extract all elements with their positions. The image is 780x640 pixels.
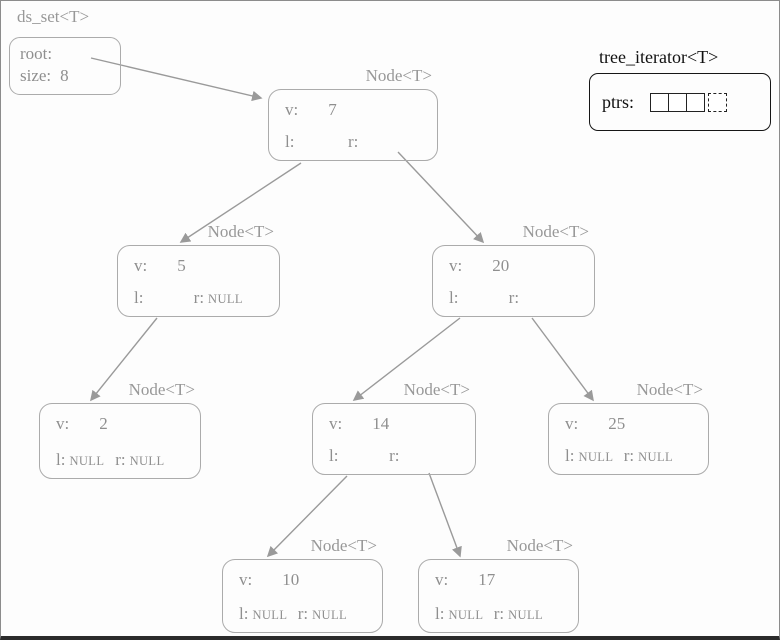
value-field: v:20 bbox=[449, 256, 510, 275]
root-pointer-field: root: bbox=[20, 44, 53, 63]
right-pointer-field: r:NULL bbox=[115, 450, 165, 469]
tree-node-10: Node<T> v:10 l:NULL r:NULL bbox=[222, 536, 383, 633]
tree-node-14: Node<T> v:14 l: r: bbox=[312, 380, 476, 475]
node-type-label: Node<T> bbox=[403, 380, 470, 399]
right-pointer-field: r: bbox=[389, 446, 400, 465]
ptr-cell bbox=[650, 92, 670, 112]
node-type-label: Node<T> bbox=[636, 380, 703, 399]
value-field: v:2 bbox=[56, 414, 108, 433]
left-pointer-field: l: bbox=[449, 288, 459, 307]
left-pointer-field: l:NULL bbox=[435, 604, 484, 623]
left-pointer-field: l:NULL bbox=[239, 604, 288, 623]
node-type-label: Node<T> bbox=[506, 536, 573, 555]
right-pointer-field: r: bbox=[508, 288, 520, 307]
ptrs-cells bbox=[650, 92, 728, 112]
right-pointer-field: r:NULL bbox=[493, 604, 544, 623]
left-pointer-field: l: bbox=[329, 446, 339, 465]
size-field: size:8 bbox=[20, 66, 69, 85]
tree-node-7: Node<T> v:7 l: r: bbox=[268, 66, 438, 161]
edge-7-right-20 bbox=[397, 151, 485, 244]
ptr-cell bbox=[686, 92, 706, 112]
value-field: v:7 bbox=[285, 100, 337, 119]
ptrs-label: ptrs: bbox=[602, 91, 635, 112]
dsset-title: ds_set<T> bbox=[17, 7, 90, 26]
node-type-label: Node<T> bbox=[207, 222, 274, 241]
ptr-cell bbox=[668, 92, 688, 112]
left-pointer-field: l: bbox=[285, 132, 295, 151]
right-pointer-field: r: bbox=[347, 132, 359, 151]
tree-node-25: Node<T> v:25 l:NULL r:NULL bbox=[548, 380, 709, 475]
right-pointer-field: r:NULL bbox=[623, 446, 674, 465]
value-field: v:5 bbox=[134, 256, 186, 275]
tree-node-20: Node<T> v:20 l: r: bbox=[432, 222, 595, 317]
right-pointer-field: r:NULL bbox=[297, 604, 348, 623]
edge-20-right-25 bbox=[531, 317, 594, 402]
value-field: v:17 bbox=[435, 570, 496, 589]
dsset-box: root: size:8 bbox=[9, 37, 121, 95]
node-type-label: Node<T> bbox=[522, 222, 589, 241]
value-field: v:10 bbox=[239, 570, 300, 589]
ptr-cell-dashed bbox=[708, 92, 728, 112]
iterator-title: tree_iterator<T> bbox=[599, 47, 719, 67]
node-type-label: Node<T> bbox=[128, 380, 195, 399]
left-pointer-field: l: bbox=[134, 288, 144, 307]
tree-node-5: Node<T> v:5 l: r:NULL bbox=[117, 222, 280, 317]
iterator-box: ptrs: bbox=[589, 73, 771, 131]
node-type-label: Node<T> bbox=[310, 536, 377, 555]
node-type-label: Node<T> bbox=[365, 66, 432, 85]
edge-14-right-17 bbox=[428, 472, 462, 558]
tree-node-17: Node<T> v:17 l:NULL r:NULL bbox=[418, 536, 579, 633]
left-pointer-field: l:NULL bbox=[565, 446, 614, 465]
value-field: v:14 bbox=[329, 414, 390, 433]
value-field: v:25 bbox=[565, 414, 626, 433]
left-pointer-field: l:NULL bbox=[56, 450, 105, 469]
tree-node-2: Node<T> v:2 l:NULL r:NULL bbox=[39, 380, 201, 479]
right-pointer-field: r:NULL bbox=[193, 288, 243, 307]
